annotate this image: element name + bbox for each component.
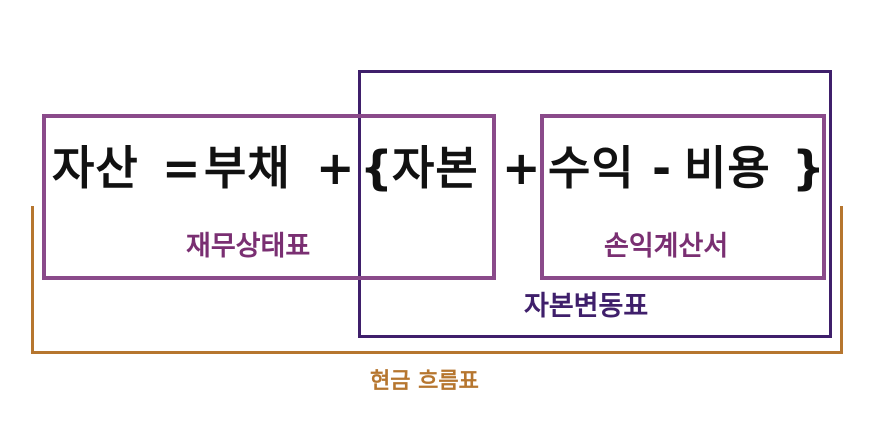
close-brace: } <box>792 141 826 195</box>
cash-flow-bracket <box>31 206 843 354</box>
term-revenue: 수익 <box>548 141 635 195</box>
open-brace: { <box>360 141 394 195</box>
plus-sign-1: + <box>316 141 356 195</box>
balance-sheet-box <box>42 114 496 280</box>
plus-sign-2: + <box>502 141 542 195</box>
term-capital: 자본 <box>392 141 479 195</box>
income-statement-label: 손익계산서 <box>604 231 729 262</box>
term-assets: 자산 <box>52 141 139 195</box>
cash-flow-label: 현금 흐름표 <box>370 369 479 394</box>
equity-changes-box <box>358 70 832 338</box>
term-expense: 비용 <box>684 141 771 195</box>
equals-sign: = <box>162 141 202 195</box>
term-liabilities: 부채 <box>204 141 291 195</box>
balance-sheet-label: 재무상태표 <box>186 231 311 262</box>
equity-changes-label: 자본변동표 <box>524 291 649 322</box>
minus-sign: - <box>652 141 673 195</box>
income-statement-box <box>540 114 826 280</box>
